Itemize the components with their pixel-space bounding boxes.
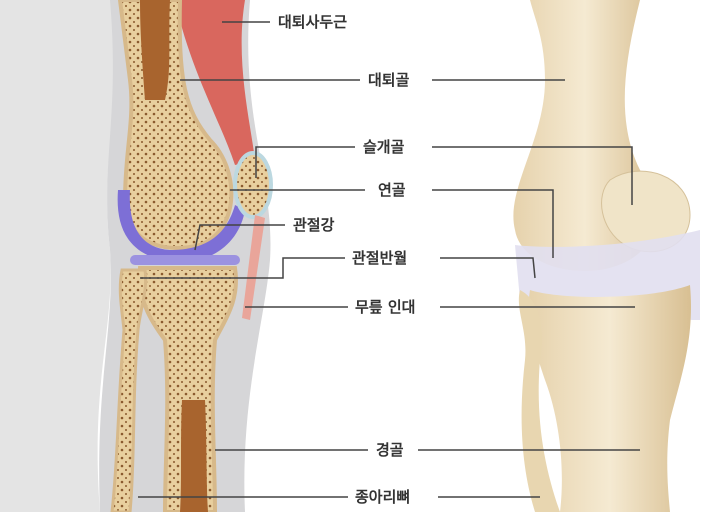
tibia-3d [528, 285, 691, 512]
quadriceps-muscle [175, 0, 255, 165]
label-meniscus: 관절반월 [352, 249, 408, 267]
fibula-3d [518, 290, 560, 512]
cartilage-layer [117, 190, 245, 263]
patellar-ligament [242, 215, 265, 320]
tibia-section [137, 266, 238, 512]
label-joint-cavity: 관절강 [293, 216, 335, 234]
label-fibula: 종아리뼈 [355, 488, 411, 506]
label-quadriceps: 대퇴사두근 [278, 13, 348, 31]
label-patella: 슬개골 [363, 138, 405, 156]
label-femur: 대퇴골 [368, 71, 410, 89]
femur-marrow [140, 0, 170, 100]
label-cartilage: 연골 [378, 181, 406, 199]
label-knee-ligament: 무릎 인대 [355, 298, 416, 316]
patella-section [233, 151, 273, 219]
skin-outline [0, 0, 116, 512]
meniscus-shape [130, 255, 240, 265]
fibula-section [110, 268, 148, 512]
tibia-marrow [180, 400, 208, 512]
leader-lines [138, 21, 640, 498]
label-tibia: 경골 [376, 441, 404, 459]
